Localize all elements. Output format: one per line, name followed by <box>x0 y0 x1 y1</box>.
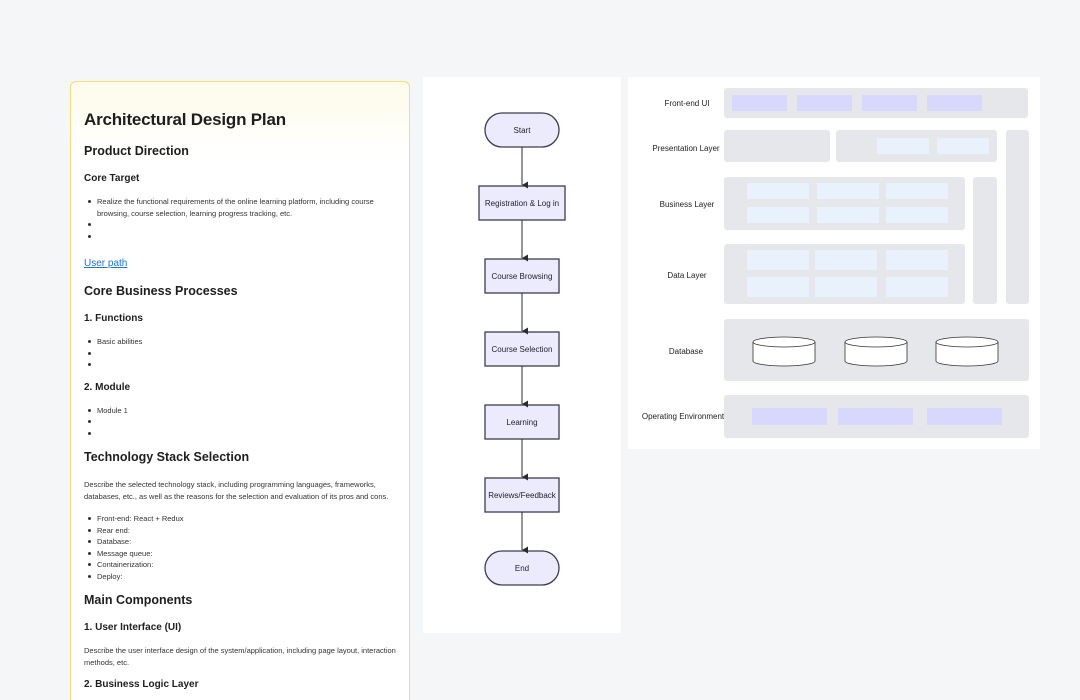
list-item: Message queue: <box>84 548 396 560</box>
business-module-chip <box>747 207 809 223</box>
database-cylinder-icon <box>752 336 816 367</box>
data-module-chip <box>815 277 877 297</box>
layer-label-data: Data Layer <box>667 271 707 280</box>
layer-label-database: Database <box>668 347 704 356</box>
data-module-chip <box>886 250 948 270</box>
operating-module-chip <box>752 408 827 425</box>
flow-node-label: Reviews/Feedback <box>488 491 557 500</box>
frontend-module-chip <box>927 95 982 111</box>
data-module-chip <box>747 277 809 297</box>
business-logic-heading: 2. Business Logic Layer <box>84 679 199 690</box>
list-item: Basic abilities <box>84 336 396 348</box>
user-path-link[interactable]: User path <box>84 258 128 269</box>
database-cylinder-icon <box>844 336 908 367</box>
layer-label-presentation: Presentation Layer <box>652 144 720 153</box>
list-item: Realize the functional requirements of t… <box>84 196 396 219</box>
business-module-chip <box>817 183 879 199</box>
module-heading: 2. Module <box>84 381 131 393</box>
flow-node-label: Learning <box>506 418 537 427</box>
list-item: Containerization: <box>84 559 396 571</box>
list-item: Module 1 <box>84 405 396 417</box>
data-module-chip <box>815 250 877 270</box>
data-module-chip <box>886 277 948 297</box>
tech-stack-heading: Technology Stack Selection <box>84 450 250 464</box>
business-module-chip <box>817 207 879 223</box>
architecture-doc-card[interactable]: Architectural Design Plan Product Direct… <box>70 81 410 700</box>
list-item: Database: <box>84 536 396 548</box>
presentation-block <box>724 130 830 162</box>
cross-cutting-bar <box>1006 130 1029 304</box>
flow-process-node <box>484 331 560 367</box>
operating-module-chip <box>927 408 1002 425</box>
flow-node-label: Course Selection <box>492 345 553 354</box>
list-item <box>84 416 396 428</box>
flow-process-node <box>478 185 566 221</box>
layer-label-frontend: Front-end UI <box>664 99 710 108</box>
doc-title: Architectural Design Plan <box>84 110 286 129</box>
product-direction-heading: Product Direction <box>84 144 189 158</box>
core-business-heading: Core Business Processes <box>84 284 238 298</box>
layer-label-business: Business Layer <box>659 200 715 209</box>
list-item: Rear end: <box>84 525 396 537</box>
list-item <box>84 348 396 360</box>
list-item <box>84 428 396 440</box>
core-target-heading: Core Target <box>84 173 140 184</box>
business-module-chip <box>886 207 948 223</box>
layer-label-operating: Operating Environment <box>641 412 725 421</box>
list-item <box>84 359 396 371</box>
frontend-module-chip <box>732 95 787 111</box>
architecture-diagram-card[interactable]: Front-end UI Presentation Layer Business… <box>628 77 1040 449</box>
flow-node-label: Start <box>514 126 532 135</box>
list-item <box>84 231 396 243</box>
ui-heading: 1. User Interface (UI) <box>84 622 182 633</box>
database-cylinder-icon <box>935 336 999 367</box>
tech-stack-list: Front-end: React + Redux Rear end: Datab… <box>84 513 396 582</box>
data-module-chip <box>747 250 809 270</box>
data-side-bar <box>973 177 997 304</box>
list-item: Deploy: <box>84 571 396 583</box>
frontend-module-chip <box>797 95 852 111</box>
main-components-heading: Main Components <box>84 593 193 607</box>
module-list: Module 1 <box>84 405 396 440</box>
presentation-module-chip <box>937 138 989 154</box>
flow-node-label: Registration & Log in <box>485 199 559 208</box>
presentation-module-chip <box>877 138 929 154</box>
functions-heading: 1. Functions <box>84 313 143 324</box>
operating-module-chip <box>838 408 913 425</box>
list-item: Front-end: React + Redux <box>84 513 396 525</box>
business-module-chip <box>747 183 809 199</box>
frontend-module-chip <box>862 95 917 111</box>
ui-description: Describe the user interface design of th… <box>84 646 396 667</box>
core-target-list: Realize the functional requirements of t… <box>84 196 396 242</box>
flow-node-label: End <box>515 564 529 573</box>
functions-list: Basic abilities <box>84 336 396 371</box>
tech-stack-description: Describe the selected technology stack, … <box>84 480 389 501</box>
business-module-chip <box>886 183 948 199</box>
flow-node-label: Course Browsing <box>492 272 553 281</box>
list-item <box>84 219 396 231</box>
